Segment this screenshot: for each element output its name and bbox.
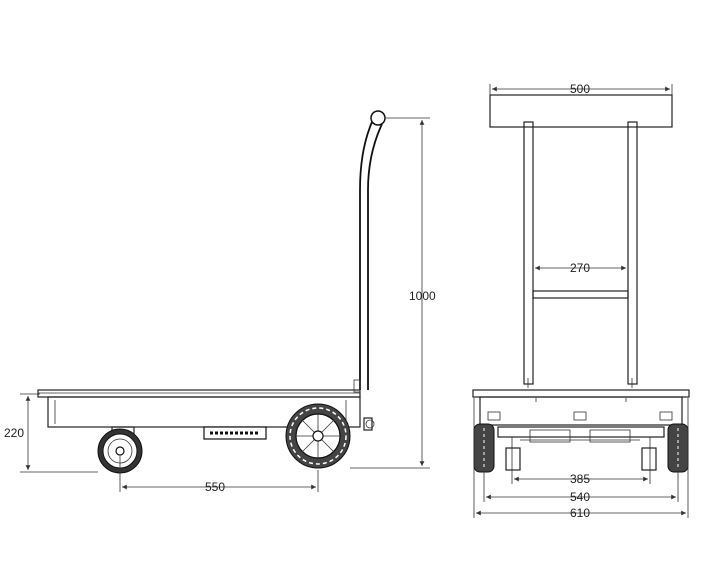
handle-knob: [370, 110, 386, 126]
front-view: 500 270 385 540 610: [472, 82, 690, 520]
dim-front-axle-mid: 540: [483, 472, 679, 504]
side-caster-wheel: [97, 426, 143, 474]
side-view: 220 550 1000: [4, 110, 436, 494]
dim-front-axle-inner-label: 385: [570, 472, 590, 486]
front-platform: [472, 389, 690, 426]
dim-side-height-label: 220: [4, 426, 24, 440]
dim-side-height: 220: [4, 393, 98, 473]
front-handle-bar: [489, 94, 673, 128]
side-motor: [203, 426, 267, 440]
dim-side-total-height: 1000: [350, 117, 436, 469]
dim-side-total-height-label: 1000: [409, 289, 436, 303]
dim-side-wheelbase: 550: [119, 456, 319, 494]
dim-front-axle-mid-label: 540: [570, 490, 590, 504]
dim-front-handle-width-label: 500: [570, 82, 590, 96]
dim-side-wheelbase-label: 550: [205, 480, 225, 494]
dim-front-inner-width: 270: [535, 261, 626, 275]
front-uprights: [523, 121, 638, 388]
side-rear-wheel: [285, 403, 351, 469]
side-handle: [359, 110, 386, 390]
front-right-wheel: [667, 423, 689, 473]
dim-front-inner-width-label: 270: [570, 261, 590, 275]
front-crossbar: [532, 290, 629, 299]
dim-front-overall-width: 610: [473, 398, 689, 520]
front-left-wheel: [473, 423, 495, 473]
dim-front-axle-inner: 385: [511, 472, 651, 486]
dim-front-handle-width: 500: [489, 82, 673, 96]
dim-front-overall-width-label: 610: [570, 506, 590, 520]
side-bracket: [363, 417, 375, 431]
front-chassis: [497, 426, 665, 472]
